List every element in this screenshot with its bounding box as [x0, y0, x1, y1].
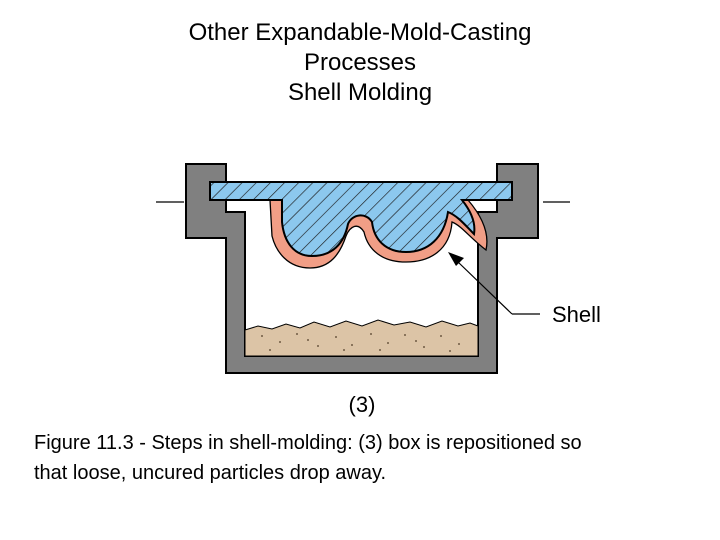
slide-title: Other Expandable-Mold-Casting Processes …	[0, 18, 720, 108]
title-line-2: Processes	[303, 49, 417, 76]
step-label: (3)	[349, 392, 376, 417]
sand-speckles	[261, 333, 460, 352]
shell-arrowhead	[448, 252, 464, 266]
title-line-3: Shell Molding	[287, 79, 433, 106]
caption-line-2: that loose, uncured particles drop away.	[34, 462, 387, 484]
pattern-plate	[209, 181, 513, 258]
shell-arrow-line	[457, 261, 513, 315]
title-line-1: Other Expandable-Mold-Casting	[188, 19, 532, 46]
loose-sand	[244, 319, 479, 357]
caption-line-1: Figure 11.3 ‑ Steps in shell‑molding: (3…	[34, 432, 582, 454]
shell-label: Shell	[552, 302, 601, 327]
figure-caption: Figure 11.3 ‑ Steps in shell‑molding: (3…	[34, 428, 714, 488]
